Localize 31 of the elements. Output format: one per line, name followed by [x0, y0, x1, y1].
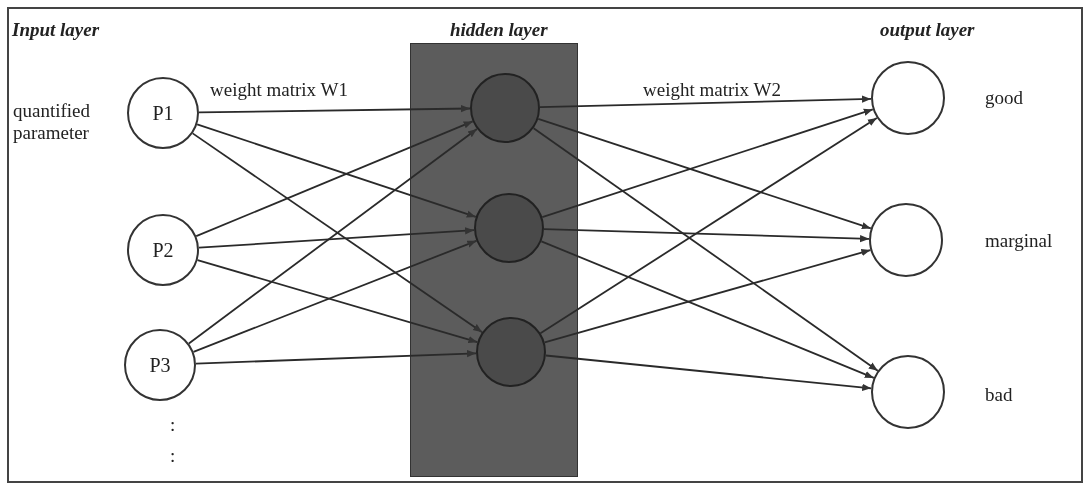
arrow	[540, 240, 875, 379]
layer-heading: Input layer	[12, 19, 100, 41]
layer-heading: hidden layer	[450, 19, 548, 41]
output-class-label: good	[985, 87, 1023, 109]
ellipsis-mark: :	[170, 414, 176, 436]
hidden-layer-panel	[410, 43, 578, 477]
arrow	[541, 108, 874, 219]
arrow	[543, 249, 872, 344]
arrow	[532, 127, 879, 372]
arrow	[195, 350, 477, 365]
arrow	[196, 123, 477, 218]
weight-label: weight matrix W2	[643, 79, 781, 101]
output-class-label: bad	[985, 384, 1013, 406]
arrow	[539, 117, 878, 335]
arrow	[198, 105, 471, 114]
arrow	[195, 120, 474, 238]
ellipsis-mark: :	[170, 445, 176, 467]
arrow	[539, 95, 872, 109]
arrow	[192, 239, 478, 353]
arrow	[537, 118, 872, 230]
arrow	[544, 354, 873, 391]
input-caption: quantified parameter	[13, 100, 92, 144]
input-neuron-circle: P3	[124, 329, 196, 401]
layer-heading: output layer	[880, 19, 975, 41]
arrow	[196, 259, 479, 344]
weight-label: weight matrix W1	[210, 79, 348, 101]
output-class-label: marginal	[985, 230, 1053, 252]
arrow	[198, 227, 475, 249]
input-neuron-circle: P2	[127, 214, 199, 286]
input-neuron-circle: P1	[127, 77, 199, 149]
arrow	[543, 228, 870, 243]
